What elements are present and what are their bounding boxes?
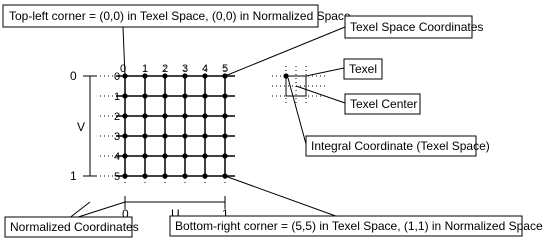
v-axis-label: V: [77, 120, 85, 134]
u-axis-label: U: [171, 207, 180, 221]
texel-center-dots: [122, 73, 228, 179]
texel-illustration: [272, 66, 325, 103]
top-tick-3: 3: [182, 63, 188, 75]
svg-text:Integral Coordinate (Texel Spa: Integral Coordinate (Texel Space): [311, 139, 490, 153]
top-tick-4: 4: [202, 63, 208, 75]
svg-text:Bottom-right corner = (5,5) in: Bottom-right corner = (5,5) in Texel Spa…: [175, 219, 543, 233]
left-tick-4: 4: [114, 151, 120, 163]
top-tick-labels: 0 1 2 3 4 5: [120, 63, 228, 75]
v-axis-top-label: 0: [70, 69, 77, 83]
svg-text:Texel: Texel: [349, 62, 377, 76]
callout-normalized-coordinates: Normalized Coordinates: [4, 216, 139, 238]
callout-texel: Texel: [343, 58, 383, 80]
u-axis-right-label: 1: [222, 207, 229, 221]
solid-grid: [116, 74, 235, 177]
dotted-grid: [100, 66, 232, 186]
callout-lines: [67, 26, 346, 220]
callout-integral-coordinate: Integral Coordinate (Texel Space): [305, 135, 490, 157]
callout-texel-center: Texel Center: [344, 93, 421, 115]
left-tick-5: 5: [114, 171, 120, 183]
svg-text:Texel Space Coordinates: Texel Space Coordinates: [350, 20, 483, 34]
v-axis-bottom-label: 1: [70, 169, 77, 183]
u-axis-left-label: 0: [122, 207, 129, 221]
callout-texel-space-coordinates: Texel Space Coordinates: [344, 15, 483, 39]
left-tick-labels: 0 1 2 3 4 5: [114, 71, 120, 183]
left-tick-2: 2: [114, 111, 120, 123]
top-tick-2: 2: [162, 63, 168, 75]
svg-text:Normalized Coordinates: Normalized Coordinates: [10, 220, 139, 234]
svg-text:Top-left corner = (0,0) in Tex: Top-left corner = (0,0) in Texel Space, …: [9, 9, 351, 23]
v-axis: [83, 75, 97, 177]
callout-bottom-right: Bottom-right corner = (5,5) in Texel Spa…: [169, 215, 543, 237]
left-tick-3: 3: [114, 131, 120, 143]
top-tick-5: 5: [222, 63, 228, 75]
callout-top-left: Top-left corner = (0,0) in Texel Space, …: [2, 4, 351, 28]
top-tick-0: 0: [120, 63, 126, 75]
left-tick-1: 1: [114, 91, 120, 103]
left-tick-0: 0: [114, 71, 120, 83]
svg-text:Texel Center: Texel Center: [350, 97, 417, 111]
integral-coordinate-dot: [283, 73, 289, 79]
top-tick-1: 1: [142, 63, 148, 75]
